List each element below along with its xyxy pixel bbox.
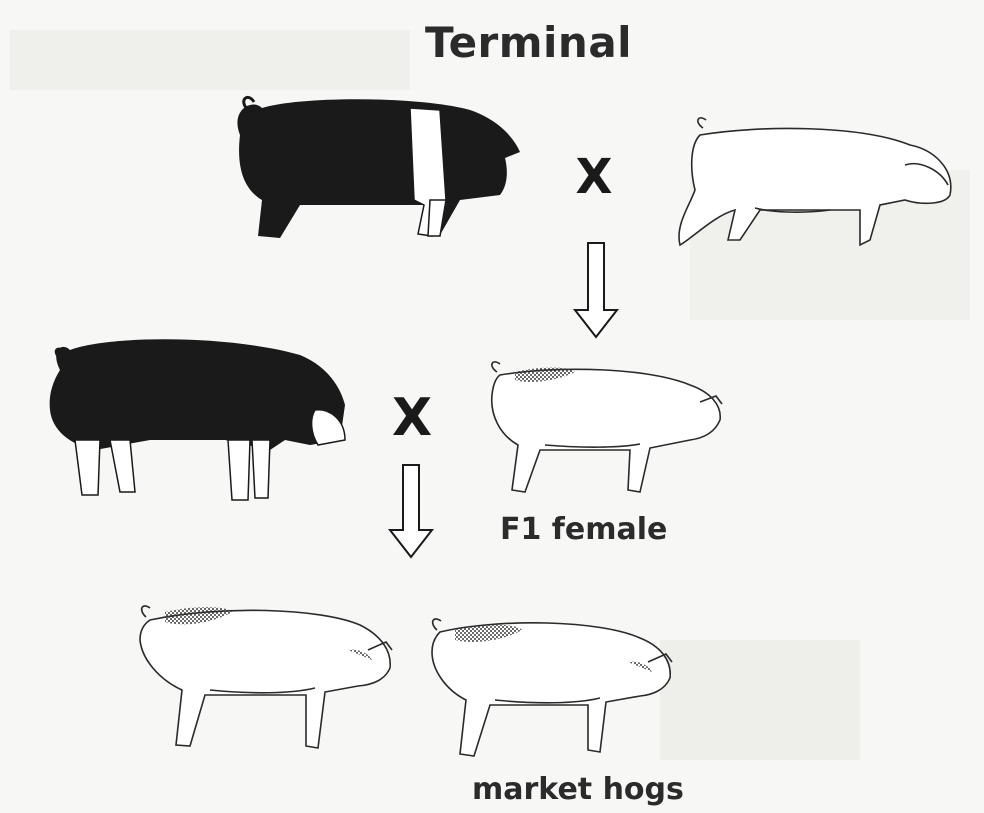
market-hog-1	[140, 606, 392, 748]
cross-symbol-middle: X	[392, 388, 432, 448]
market-hog-2	[432, 619, 672, 756]
f1-female-label: F1 female	[500, 512, 667, 547]
down-arrow-middle	[390, 465, 432, 557]
market-hogs-label: market hogs	[472, 772, 684, 807]
diagram-title: Terminal	[425, 18, 632, 67]
white-sow	[679, 118, 951, 245]
cross-symbol-top: X	[575, 149, 612, 205]
f1-female-pig	[492, 362, 722, 492]
black-boar	[50, 339, 345, 500]
hampshire-boar	[237, 97, 520, 238]
down-arrow-top	[575, 243, 617, 337]
